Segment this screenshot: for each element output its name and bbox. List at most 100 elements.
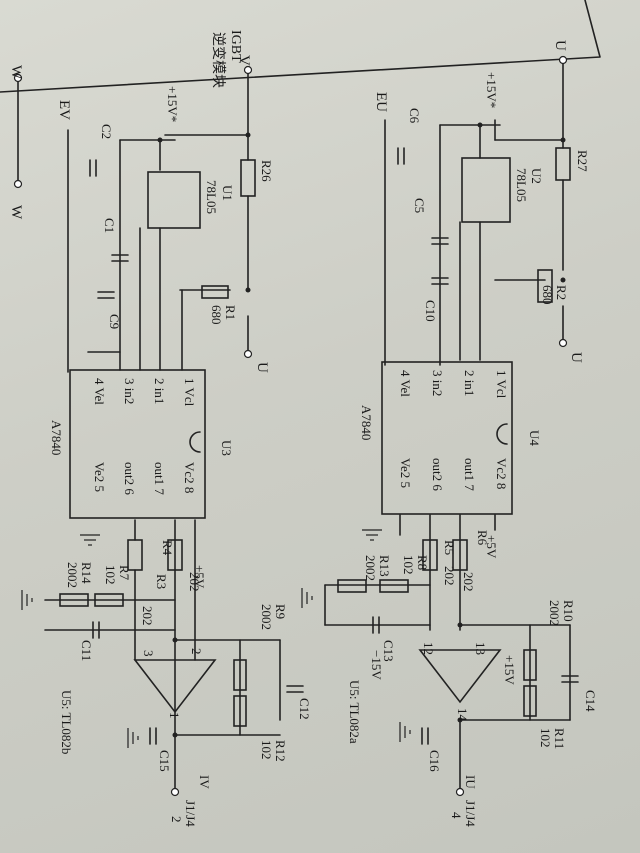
supply-u1: +15V* xyxy=(165,86,180,122)
j1j4-label-iu: J1/J4 xyxy=(463,800,478,827)
u5b-pin3: 3 xyxy=(141,650,156,657)
opamp-u5a xyxy=(418,649,502,704)
u3-pin2: 2 in1 xyxy=(152,378,167,404)
r11-label: R11 xyxy=(552,728,567,749)
c1-label: C1 xyxy=(102,218,117,233)
opamp-u5a-part: U5: TL082a xyxy=(347,680,362,744)
u4-pin4: 4 Vel xyxy=(398,370,413,397)
rail-w-bottom: W xyxy=(8,205,24,220)
r13-label: R13 xyxy=(377,555,392,577)
r9-value: 2002 xyxy=(259,604,274,630)
r6-value: 202 xyxy=(461,572,476,592)
r26-label: R26 xyxy=(259,160,274,182)
r3-label: R3 xyxy=(154,574,169,589)
rail-u-out1: U xyxy=(568,352,584,363)
wiring xyxy=(17,61,571,791)
c12-label: C12 xyxy=(297,698,312,720)
r4-label: R4 xyxy=(160,540,175,556)
supply-u3-5v: +5V xyxy=(192,565,207,589)
regulator-u2 xyxy=(461,157,511,223)
u4-pin7: out1 7 xyxy=(462,458,477,491)
r7-value: 102 xyxy=(103,565,118,585)
u3-pin3: 3 in2 xyxy=(122,378,137,404)
c9-label: C9 xyxy=(107,314,122,329)
isoamp-u4-part: A7840 xyxy=(359,405,374,440)
opamp-u5b-part: U5: TL082b xyxy=(59,690,74,754)
module-label-cn: 逆变模块 xyxy=(210,32,226,88)
r5-value: 202 xyxy=(442,566,457,586)
r12-label: R12 xyxy=(273,740,288,762)
resistor-bodies xyxy=(59,147,571,727)
c14-label: C14 xyxy=(583,690,598,712)
isoamp-u3-name: U3 xyxy=(219,440,234,456)
u4-pin1: 1 Vcl xyxy=(494,370,509,399)
c15-label: C15 xyxy=(157,750,172,772)
rail-v: V xyxy=(236,55,252,66)
j1j4-pin-4: 4 xyxy=(449,812,464,819)
r5-label: R5 xyxy=(442,540,457,555)
r8-value: 102 xyxy=(401,555,416,575)
r12-value: 102 xyxy=(259,740,274,760)
u3-pin4: 4 Vel xyxy=(92,378,107,405)
u4-pin8: Vc2 8 xyxy=(494,458,509,489)
u5a-pin13: 13 xyxy=(473,642,488,655)
r3-value: 202 xyxy=(140,606,155,626)
c11-label: C11 xyxy=(79,640,94,661)
u3-pin8: Vc2 8 xyxy=(182,462,197,493)
c16-label: C16 xyxy=(427,750,442,772)
r10-value: 2002 xyxy=(547,600,562,626)
isoamp-u4-name: U4 xyxy=(527,430,542,446)
u3-pin5: Ve2 5 xyxy=(92,462,107,492)
regulator-u2-part: 78L05 xyxy=(514,168,529,202)
r13-value: 2002 xyxy=(363,555,378,581)
u4-pin2: 2 in1 xyxy=(462,370,477,396)
isoamp-u3 xyxy=(69,369,206,519)
r27-label: R27 xyxy=(575,150,590,172)
j1j4-pin-2: 2 xyxy=(169,816,184,823)
u5b-pin1: 1 xyxy=(167,712,182,719)
c10-label: C10 xyxy=(423,300,438,322)
regulator-u2-name: U2 xyxy=(529,168,544,184)
rail-u-top: U xyxy=(552,40,568,51)
j1j4-label-iv: J1/J4 xyxy=(183,800,198,827)
u5b-pin2: 2 xyxy=(189,648,204,655)
module-label-igbt: IGBT xyxy=(228,30,243,63)
u5a-pin12: 12 xyxy=(421,642,436,655)
u4-pin3: 3 in2 xyxy=(430,370,445,396)
rail-ev: EV xyxy=(56,100,72,120)
supply-opamp-neg15v: −15V xyxy=(369,650,384,680)
regulator-u1 xyxy=(147,171,201,229)
u3-notch xyxy=(189,431,201,453)
r10-label: R10 xyxy=(561,600,576,622)
r14-value: 2002 xyxy=(65,562,80,588)
u4-notch xyxy=(496,423,508,445)
u4-pin6: out2 6 xyxy=(430,458,445,491)
igbt-module-block xyxy=(0,0,601,93)
rail-eu: EU xyxy=(373,92,389,112)
isoamp-u3-part: A7840 xyxy=(49,420,64,455)
c13-label: C13 xyxy=(381,640,396,662)
supply-u2: +15V* xyxy=(484,72,499,108)
u3-pin6: out2 6 xyxy=(122,462,137,495)
terminals xyxy=(13,55,568,797)
supply-u4-5v: +5V xyxy=(484,535,499,559)
r14-label: R14 xyxy=(79,562,94,584)
c2-label: C2 xyxy=(99,124,114,139)
u4-pin5: Ve2 5 xyxy=(398,458,413,488)
rail-u-out2: U xyxy=(254,362,270,373)
r2-label: R2 xyxy=(554,285,569,300)
r2-value: 680 xyxy=(540,285,555,305)
output-iv: IV xyxy=(197,775,212,789)
r8-label: R8 xyxy=(415,555,430,570)
r7-label: R7 xyxy=(117,565,132,581)
regulator-u1-part: 78L05 xyxy=(204,180,219,214)
u5a-pin14: 14 xyxy=(455,708,470,722)
r1-value: 680 xyxy=(209,305,224,325)
supply-opamp-15v: +15V xyxy=(502,655,517,685)
regulator-u1-name: U1 xyxy=(220,185,235,201)
r6-label: R6 xyxy=(475,530,490,546)
rail-w-top: W xyxy=(8,65,24,80)
opamp-u5b xyxy=(133,659,217,714)
c6-label: C6 xyxy=(407,108,422,124)
capacitor-plates xyxy=(89,147,579,745)
